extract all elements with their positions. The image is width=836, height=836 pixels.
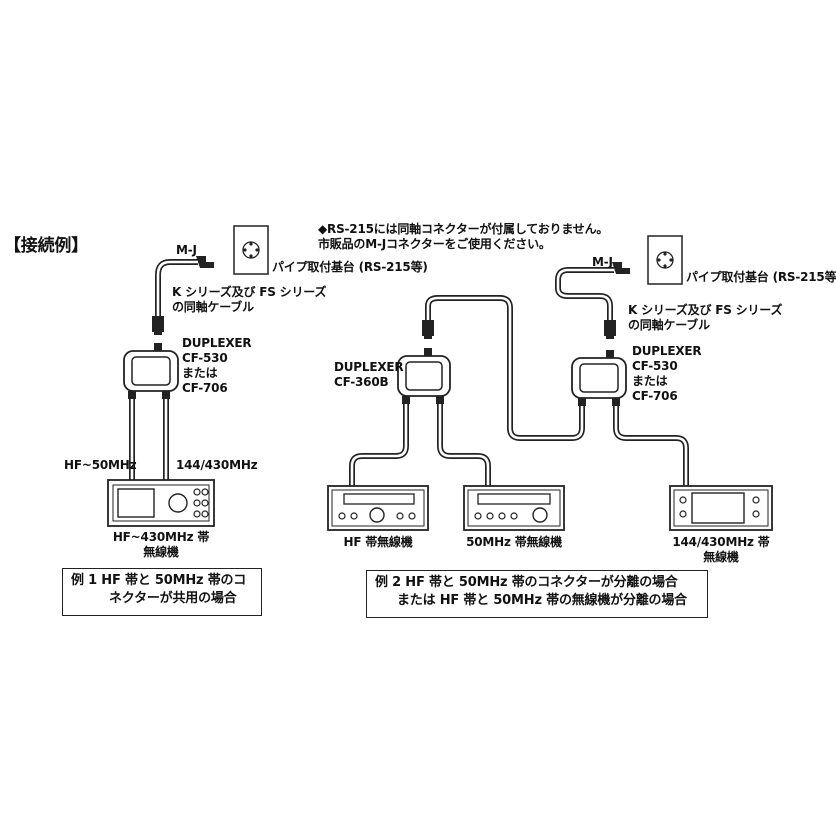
mj-connector-2 [612, 262, 630, 274]
caption-2-line-1: 例 2 HF 帯と 50MHz 帯のコネクターが分離の場合 [375, 575, 678, 590]
port-label-hf50: HF~50MHz [64, 458, 137, 472]
radio-50mhz [463, 485, 565, 531]
notice-line-1: ◆RS-215には同軸コネクターが付属しておりません。 [318, 222, 609, 236]
radio-hf [327, 485, 429, 531]
radio-hf-430-label-line-2: 無線機 [143, 545, 179, 559]
caption-2-line-2: または HF 帯と 50MHz 帯の無線機が分離の場合 [397, 593, 687, 608]
pipe-base-label-1: パイプ取付基台 (RS-215等) [272, 260, 428, 274]
pipe-mount-base-2 [647, 235, 683, 285]
caption-example-1: 例 1 HF 帯と 50MHz 帯のコ ネクターが共用の場合 [62, 568, 262, 616]
plug-connector-2 [604, 320, 616, 339]
mj-label-1: M-J [176, 243, 197, 257]
radio-144-label-line-2: 無線機 [703, 550, 739, 564]
radio-50mhz-label: 50MHz 帯無線機 [466, 535, 562, 549]
duplexer-left-label-line-2: CF-360B [334, 375, 389, 389]
duplexer-right-label-line-1: DUPLEXER [632, 344, 702, 358]
duplexer-1-label-line-3: または [182, 366, 218, 380]
coax-cable-to-50 [437, 404, 491, 486]
duplexer-1-label-line-4: CF-706 [182, 381, 228, 395]
radio-144-label-line-1: 144/430MHz 帯 [672, 535, 770, 549]
cable-label-2-line-1: K シリーズ及び FS シリーズ [628, 303, 783, 317]
radio-hf-label: HF 帯無線機 [343, 535, 413, 549]
notice-line-2: 市販品のM-Jコネクターをご使用ください。 [318, 237, 551, 251]
cable-label-2-line-2: の同軸ケーブル [628, 318, 710, 332]
duplexer-right-label-line-4: CF-706 [632, 389, 678, 403]
plug-connector-1 [152, 316, 164, 335]
caption-example-2: 例 2 HF 帯と 50MHz 帯のコネクターが分離の場合 または HF 帯と … [366, 570, 708, 618]
duplexer-cf-530 [571, 350, 627, 406]
pipe-base-label-2: パイプ取付基台 (RS-215等) [686, 270, 836, 284]
pipe-mount-base-1 [233, 225, 269, 275]
duplexer-cf-360b [397, 348, 451, 404]
plug-connector-3 [422, 320, 434, 339]
caption-1-line-1: 例 1 HF 帯と 50MHz 帯のコ [71, 573, 247, 588]
duplexer-1-label-line-2: CF-530 [182, 351, 228, 365]
port-label-144-430: 144/430MHz [176, 458, 258, 472]
caption-1-line-2: ネクターが共用の場合 [109, 591, 237, 606]
duplexer-1-label-line-1: DUPLEXER [182, 336, 252, 350]
duplexer-right-label-line-2: CF-530 [632, 359, 678, 373]
radio-hf-430-label-line-1: HF~430MHz 帯 [112, 530, 210, 544]
coax-cable-to-hf [349, 404, 409, 486]
duplexer-1 [123, 343, 179, 399]
mj-label-2: M-J [592, 255, 613, 269]
radio-hf-430 [107, 479, 215, 527]
cable-label-1-line-2: の同軸ケーブル [172, 300, 254, 314]
coax-cable-to-144 [613, 406, 689, 486]
heading: 【接続例】 [4, 236, 88, 256]
mj-connector-1 [196, 256, 214, 268]
duplexer-right-label-line-3: または [632, 374, 668, 388]
coax-cable-link [425, 295, 585, 441]
cable-label-1-line-1: K シリーズ及び FS シリーズ [172, 285, 327, 299]
radio-144-430 [669, 485, 773, 531]
duplexer-left-label-line-1: DUPLEXER [334, 360, 404, 374]
